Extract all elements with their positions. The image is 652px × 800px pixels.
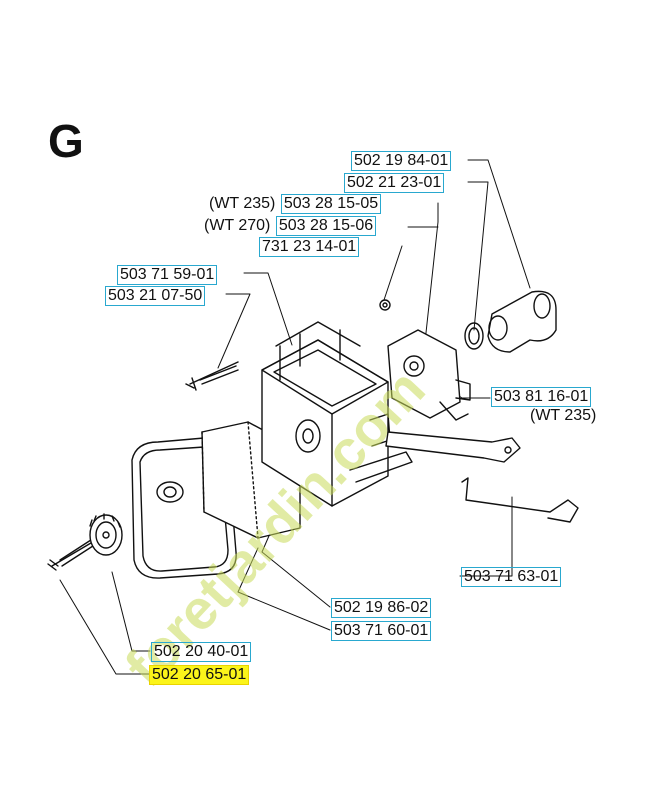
part-number-503-28-15-05[interactable]: 503 28 15-05 [280, 194, 382, 214]
part-prefix: (WT 270) [204, 217, 271, 234]
part-number-503-71-60-01[interactable]: 503 71 60-01 [331, 621, 432, 641]
cover-screw-drawing [47, 537, 97, 571]
gasket-drawing [464, 322, 484, 350]
part-number-503-81-16-01[interactable]: 503 81 16-01 [491, 387, 592, 407]
bracket-drawing [385, 431, 521, 463]
part-label: 502 20 65-01 [148, 665, 250, 685]
part-label: 503 21 07-50 [104, 286, 206, 306]
throttle-rod-drawing [461, 477, 579, 523]
part-label: (WT 235) 503 28 15-05 [209, 194, 382, 214]
part-number-503-21-07-50[interactable]: 503 21 07-50 [105, 286, 206, 306]
part-label: 503 81 16-01 [490, 387, 592, 407]
knob-drawing [89, 513, 123, 556]
part-label: 502 19 84-01 [350, 151, 452, 171]
part-number-503-71-63-01[interactable]: 503 71 63-01 [461, 567, 562, 587]
part-label: 502 19 86-02 [330, 598, 432, 618]
housing-screw-drawing [185, 361, 239, 391]
part-label: 503 71 60-01 [330, 621, 432, 641]
part-number-502-21-23-01[interactable]: 502 21 23-01 [344, 173, 445, 193]
part-number-502-20-40-01[interactable]: 502 20 40-01 [151, 642, 252, 662]
intake-elbow-drawing [487, 290, 557, 353]
part-number-503-71-59-01[interactable]: 503 71 59-01 [117, 265, 218, 285]
part-label: 502 21 23-01 [343, 173, 445, 193]
part-number-502-20-65-01[interactable]: 502 20 65-01 [149, 665, 250, 685]
filter-housing-drawing [261, 321, 413, 507]
part-label: (WT 270) 503 28 15-06 [204, 216, 377, 236]
carburetor-drawing [379, 299, 471, 421]
part-number-502-19-84-01[interactable]: 502 19 84-01 [351, 151, 452, 171]
part-prefix: (WT 235) [209, 195, 276, 212]
part-label: 502 20 40-01 [150, 642, 252, 662]
section-letter: G [48, 115, 84, 167]
part-number-731-23-14-01[interactable]: 731 23 14-01 [259, 237, 360, 257]
part-label: 503 71 63-01 [460, 567, 562, 587]
part-label: 731 23 14-01 [258, 237, 360, 257]
part-number-502-19-86-02[interactable]: 502 19 86-02 [331, 598, 432, 618]
part-label: 503 71 59-01 [116, 265, 218, 285]
part-number-503-28-15-06[interactable]: 503 28 15-06 [275, 216, 377, 236]
part-label-note: (WT 235) [530, 407, 597, 424]
